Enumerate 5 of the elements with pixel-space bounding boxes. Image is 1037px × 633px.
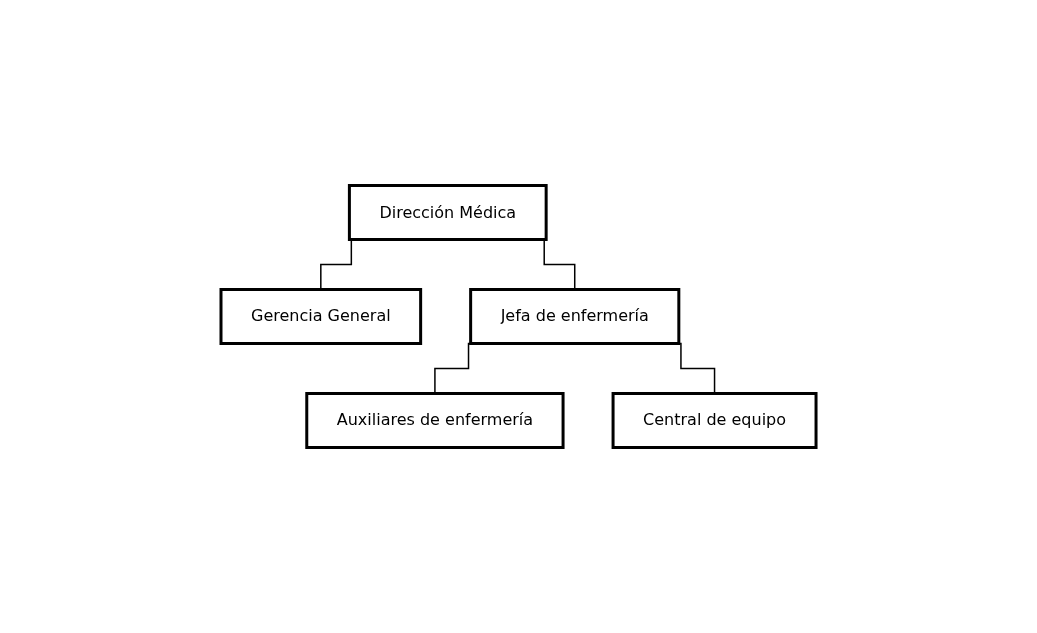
node-box: Jefa de enfermería	[469, 288, 681, 345]
node-box: Dirección Médica	[347, 184, 548, 241]
node-box: Auxiliares de enfermería	[305, 392, 565, 449]
node-box: Central de equipo	[611, 392, 818, 449]
node-box: Gerencia General	[219, 288, 423, 345]
